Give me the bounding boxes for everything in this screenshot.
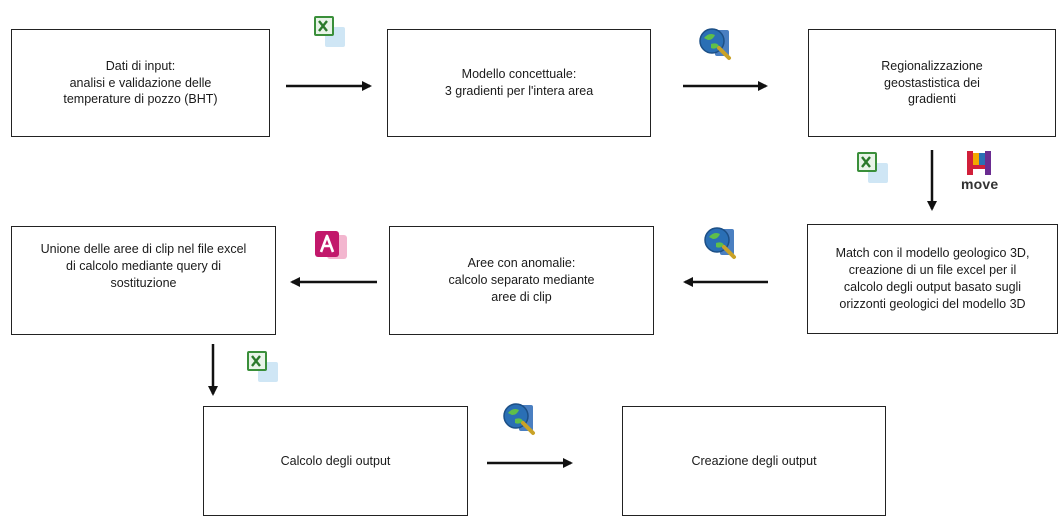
access-icon [315, 231, 347, 259]
qgis-icon [704, 227, 736, 259]
box-union: Unione delle aree di clip nel file excel… [11, 226, 276, 335]
excel-icon [857, 152, 888, 183]
excel-icon [314, 16, 345, 47]
box-match-3d-text: Match con il modello geologico 3D, creaz… [835, 246, 1030, 311]
box-union-text: Unione delle aree di clip nel file excel… [40, 242, 247, 290]
box-compute-output: Calcolo degli output [203, 406, 468, 516]
excel-icon [247, 351, 278, 382]
box-input-data: Dati di input: analisi e validazione del… [11, 29, 270, 137]
move-label: move [961, 176, 999, 192]
box-match-3d: Match con il modello geologico 3D, creaz… [807, 224, 1058, 334]
box-regionalization: Regionalizzazione geostastistica dei gra… [808, 29, 1056, 137]
qgis-icon [503, 403, 535, 435]
box-concept-model: Modello concettuale: 3 gradienti per l'i… [387, 29, 651, 137]
qgis-icon [699, 28, 731, 60]
box-regionalization-text: Regionalizzazione geostastistica dei gra… [881, 58, 983, 107]
box-anomalies: Aree con anomalie: calcolo separato medi… [389, 226, 654, 335]
box-create-output-text: Creazione degli output [691, 454, 817, 468]
box-compute-output-text: Calcolo degli output [280, 454, 391, 468]
box-create-output: Creazione degli output [622, 406, 886, 516]
move-icon [967, 151, 991, 175]
box-anomalies-text: Aree con anomalie: calcolo separato medi… [448, 256, 595, 304]
box-input-data-text: Dati di input: analisi e validazione del… [63, 58, 218, 107]
box-concept-model-text: Modello concettuale: 3 gradienti per l'i… [444, 67, 594, 98]
